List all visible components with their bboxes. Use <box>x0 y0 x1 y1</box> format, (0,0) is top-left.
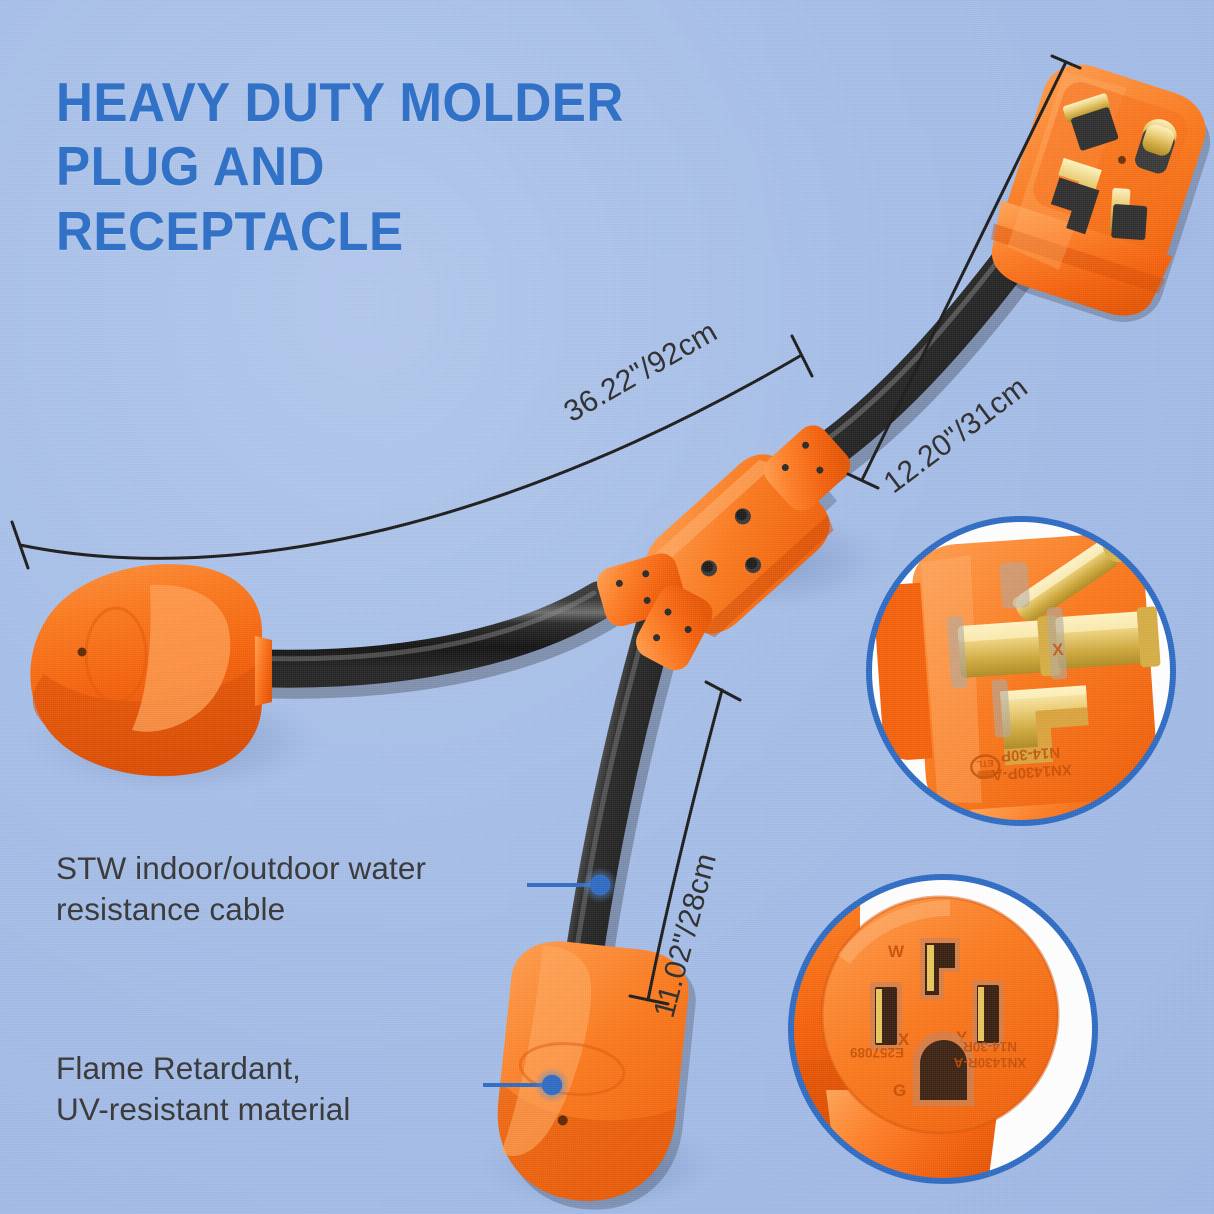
bottom-receptacle <box>497 941 696 1210</box>
etl-cert-label: ETL <box>976 758 994 769</box>
receptacle-molded-code-2: N14-30R <box>963 1039 1017 1054</box>
plug-terminal-mark-x: X <box>1052 640 1065 660</box>
callout-leaders <box>483 867 618 1103</box>
receptacle-terminal-mark-g: G <box>893 1081 906 1100</box>
etl-cert-icon: ETL <box>970 754 1001 780</box>
receptacle-face-inset: W X Y G <box>788 874 1098 1184</box>
receptacle-terminal-mark-x: X <box>898 1030 910 1049</box>
plug-molded-code-2: N14-30P <box>1000 743 1060 764</box>
top-plug <box>991 64 1211 322</box>
left-receptacle <box>30 564 272 777</box>
receptacle-slot-g <box>913 1032 974 1106</box>
receptacle-inset-ring <box>788 874 1098 1184</box>
receptacle-terminal-mark-w: W <box>888 942 905 961</box>
plug-inset-ring <box>866 516 1176 826</box>
plug-face-inset: XN1430P-A N14-30P ETL X <box>866 516 1176 826</box>
cable-main-segment <box>231 581 619 688</box>
dimension-lines <box>10 54 1082 1006</box>
plug-molded-code-1: XN1430P-A <box>991 761 1072 784</box>
receptacle-slot-y <box>972 980 1004 1048</box>
receptacle-file-number: E257089 <box>850 1045 904 1060</box>
page-title: HEAVY DUTY MOLDER PLUG AND RECEPTACLE <box>56 71 624 262</box>
splitter-body <box>597 425 851 671</box>
receptacle-slot-x <box>870 982 902 1050</box>
cable-branch-leg <box>561 606 674 1004</box>
feature-label-flame-retardant: Flame Retardant, UV-resistant material <box>56 1050 351 1127</box>
feature-label-stw-cable: STW indoor/outdoor water resistance cabl… <box>56 850 427 927</box>
receptacle-molded-code-1: XN1430R-A <box>953 1055 1026 1070</box>
receptacle-slot-w <box>920 938 960 1000</box>
